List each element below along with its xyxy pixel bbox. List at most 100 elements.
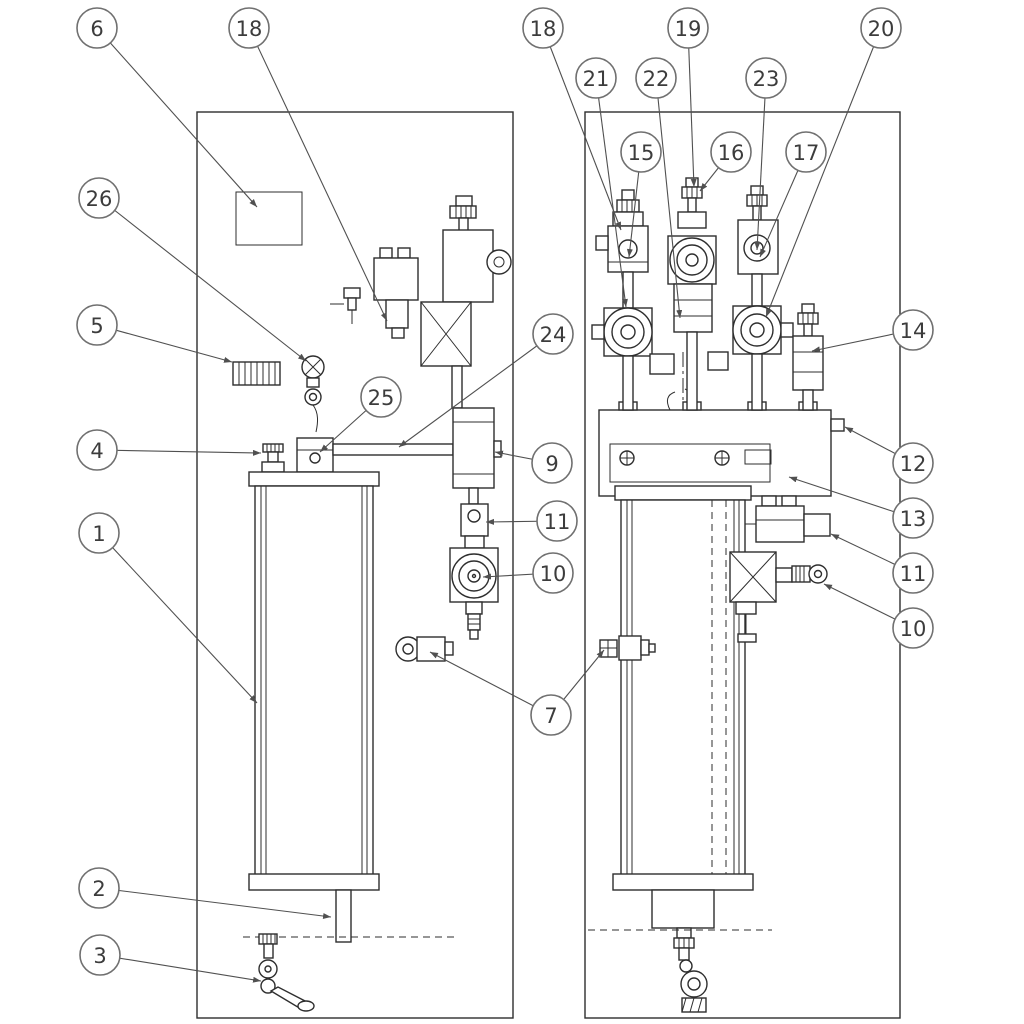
balloon-number: 11	[900, 562, 927, 586]
balloon-number: 22	[643, 67, 670, 91]
valve-right	[729, 551, 828, 643]
balloon-circle	[360, 376, 402, 418]
balloon-number: 17	[793, 141, 820, 165]
callout-balloon-11-mid: 11	[536, 500, 578, 542]
nameplate	[235, 191, 303, 246]
piston-rod	[335, 889, 352, 943]
callout-balloon-12: 12	[892, 442, 934, 484]
balloon-circle	[745, 57, 787, 99]
balloon-number: 19	[675, 17, 702, 41]
valve-station-2	[649, 177, 729, 411]
callout-balloon-21: 21	[575, 57, 617, 99]
leader-line-3	[99, 954, 262, 983]
leader-line-13	[788, 476, 914, 519]
balloon-number: 10	[540, 562, 567, 586]
balloon-circle	[892, 497, 934, 539]
balloon-circle	[76, 429, 118, 471]
left-mounting-panel	[196, 111, 514, 1019]
leader-line-18-left	[248, 27, 388, 322]
callout-balloon-16: 16	[710, 131, 752, 173]
leader-line-2	[98, 887, 332, 919]
leader-line-20	[765, 27, 882, 318]
muffler	[232, 361, 281, 386]
rod-clevis-right	[673, 937, 708, 1013]
balloon-circle	[892, 309, 934, 351]
callout-balloon-6: 6	[76, 7, 118, 49]
balloon-number: 18	[236, 17, 263, 41]
balloon-circle	[530, 694, 572, 736]
leader-line-23	[754, 77, 767, 251]
callout-balloon-18-right: 18	[522, 7, 564, 49]
balloon-number: 7	[544, 704, 557, 728]
balloon-number: 26	[86, 187, 113, 211]
leader-line-21	[595, 77, 628, 308]
callout-balloon-19: 19	[667, 7, 709, 49]
leader-line-24	[398, 333, 554, 448]
callout-balloon-15: 15	[620, 131, 662, 173]
balloon-number: 4	[90, 439, 103, 463]
solenoid-valve-assembly	[330, 195, 512, 409]
balloon-circle	[620, 131, 662, 173]
leader-line-19	[687, 27, 697, 188]
round-valve	[449, 547, 499, 640]
leader-line-1	[98, 532, 258, 704]
callout-balloon-23: 23	[745, 57, 787, 99]
callout-balloon-25: 25	[360, 376, 402, 418]
callout-balloon-13: 13	[892, 497, 934, 539]
balloon-circle	[78, 867, 120, 909]
mounting-fitting	[261, 443, 285, 473]
leader-line-6	[96, 27, 258, 208]
balloon-number: 2	[92, 877, 105, 901]
balloon-number: 14	[900, 319, 927, 343]
balloon-circle	[892, 607, 934, 649]
callout-balloon-10-mid: 10	[532, 552, 574, 594]
cylinder-right	[612, 485, 754, 939]
balloon-circle	[79, 934, 121, 976]
balloon-number: 12	[900, 452, 927, 476]
flow-control-block	[452, 407, 502, 489]
balloon-number: 6	[90, 17, 103, 41]
cylinder-left	[248, 471, 380, 943]
balloon-number: 23	[753, 67, 780, 91]
balloon-number: 21	[583, 67, 610, 91]
leader-line-4	[96, 449, 262, 456]
balloon-number: 10	[900, 617, 927, 641]
solenoid-block-right	[745, 495, 831, 543]
leader-line-18-right	[542, 27, 622, 231]
balloon-circle	[860, 7, 902, 49]
right-assembly-view	[584, 111, 901, 1019]
position-sensor-left	[395, 636, 454, 662]
rod-block	[651, 889, 715, 929]
balloon-number: 1	[92, 522, 105, 546]
manifold-port	[830, 418, 845, 432]
callout-balloon-3: 3	[79, 934, 121, 976]
callout-balloon-9: 9	[531, 442, 573, 484]
rod-clevis	[258, 933, 315, 1012]
balloon-circle	[710, 131, 752, 173]
callout-balloon-5: 5	[76, 304, 118, 346]
balloon-number: 25	[368, 386, 395, 410]
balloon-circle	[575, 57, 617, 99]
balloon-circle	[635, 57, 677, 99]
callout-balloon-17: 17	[785, 131, 827, 173]
balloon-number: 18	[530, 17, 557, 41]
callout-balloon-1: 1	[78, 512, 120, 554]
valve-station-3	[732, 185, 794, 411]
balloon-number: 24	[540, 323, 567, 347]
balloon-circle	[78, 177, 120, 219]
balloon-circle	[785, 131, 827, 173]
balloon-circle	[667, 7, 709, 49]
balloon-circle	[228, 7, 270, 49]
regulator-knob	[486, 249, 512, 275]
balloon-circle	[892, 442, 934, 484]
balloon-number: 11	[544, 510, 571, 534]
balloon-number: 15	[628, 141, 655, 165]
balloon-number: 20	[868, 17, 895, 41]
leader-line-5	[96, 324, 233, 363]
callout-balloon-10-right: 10	[892, 607, 934, 649]
balloon-number: 16	[718, 141, 745, 165]
valve-station-1	[591, 189, 653, 411]
position-sensor-right	[599, 635, 656, 661]
cylinder-tube	[254, 485, 374, 877]
